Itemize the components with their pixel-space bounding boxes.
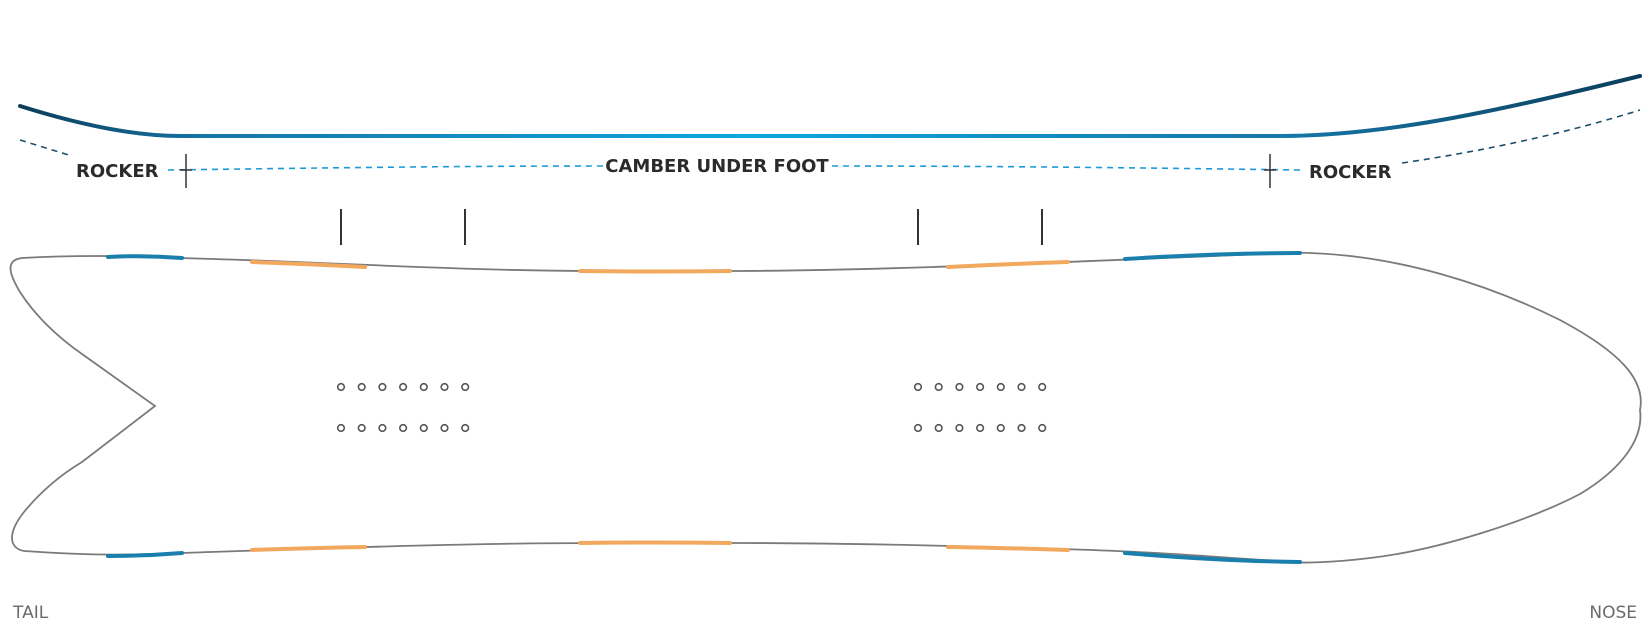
insert-hole — [934, 423, 943, 433]
insert-hole — [461, 382, 470, 392]
sidecut-bottom — [106, 540, 1302, 564]
sidecut-top — [106, 251, 1302, 274]
rocker-dash-right — [1401, 109, 1641, 164]
camber-dash-right — [831, 165, 1301, 171]
insert-hole — [399, 382, 408, 392]
sidecut-orange — [250, 260, 367, 269]
insert-hole — [336, 423, 346, 433]
insert-hole — [399, 423, 408, 433]
insert-hole — [378, 423, 387, 433]
insert-hole — [996, 382, 1005, 392]
insert-hole — [975, 382, 985, 392]
tail-label: TAIL — [12, 603, 49, 623]
insert-hole — [357, 382, 366, 392]
binding-inserts — [336, 382, 1047, 433]
insert-hole — [336, 382, 346, 392]
insert-hole — [357, 423, 366, 433]
insert-hole — [461, 423, 470, 433]
sidecut-blue — [106, 254, 184, 260]
insert-hole — [419, 382, 428, 392]
insert-hole — [1038, 382, 1047, 392]
sidecut-orange — [578, 540, 732, 545]
board-outline — [9, 251, 1642, 564]
sidecut-orange — [578, 269, 732, 274]
insert-hole — [1017, 423, 1026, 433]
insert-hole — [955, 382, 964, 392]
sidecut-blue — [1123, 251, 1302, 261]
nose-label: NOSE — [1589, 603, 1637, 623]
insert-hole — [440, 423, 449, 433]
insert-hole — [913, 423, 923, 433]
sidecut-orange — [946, 260, 1070, 269]
contact-marker-right — [1264, 154, 1276, 188]
contact-marker-left — [180, 154, 192, 188]
rocker-label-right: ROCKER — [1309, 162, 1392, 183]
sidecut-blue — [106, 551, 184, 558]
stance-ticks — [340, 209, 1043, 245]
rocker-dash-left — [19, 139, 73, 157]
sidecut-orange — [946, 545, 1070, 552]
insert-hole — [419, 423, 428, 433]
insert-hole — [996, 423, 1005, 433]
insert-hole — [1017, 382, 1026, 392]
sidecut-orange — [250, 545, 367, 552]
insert-hole — [440, 382, 449, 392]
insert-hole — [378, 382, 387, 392]
board-profile — [18, 74, 1642, 138]
rocker-label-left: ROCKER — [76, 161, 159, 182]
insert-hole — [975, 423, 985, 433]
insert-hole — [913, 382, 923, 392]
insert-hole — [934, 382, 943, 392]
camber-label: CAMBER UNDER FOOT — [605, 156, 829, 177]
sidecut-blue — [1123, 551, 1302, 564]
camber-dash-left — [167, 165, 609, 171]
insert-hole — [955, 423, 964, 433]
insert-hole — [1038, 423, 1047, 433]
